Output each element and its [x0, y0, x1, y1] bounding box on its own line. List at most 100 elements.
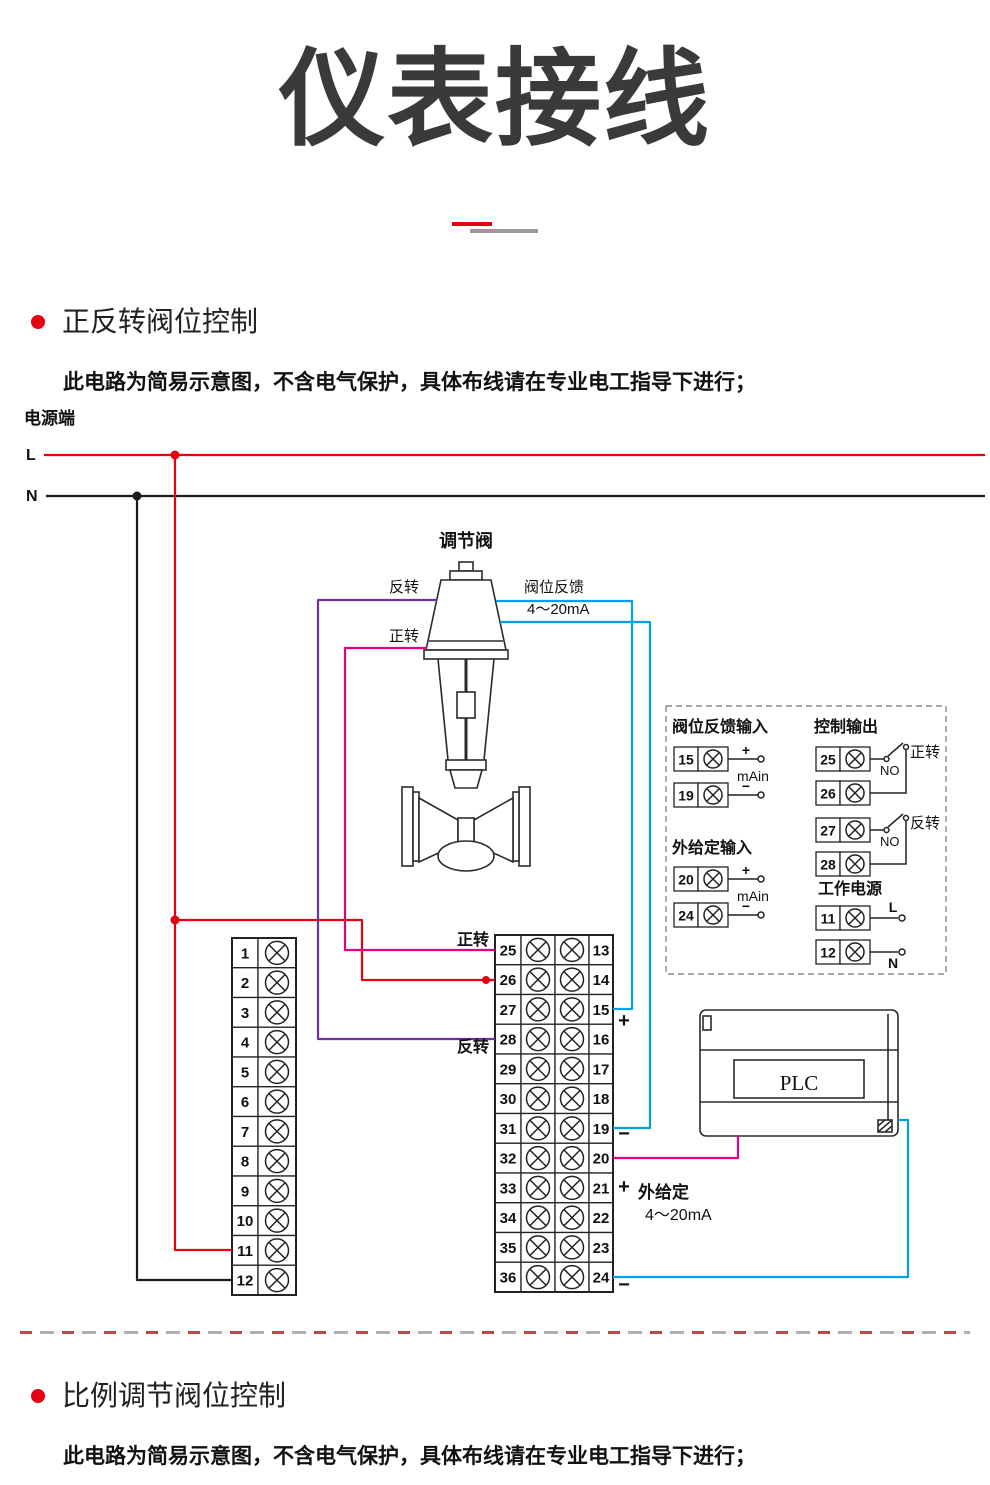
strip-forward-label: 正转	[457, 930, 489, 949]
junction-dot	[170, 450, 180, 460]
valve-body-bottom	[437, 840, 495, 872]
marker-plus: +	[618, 1010, 630, 1032]
terminal-number: 34	[500, 1210, 517, 1227]
screw-terminal-icon	[525, 1026, 551, 1052]
diagram-shapes	[401, 561, 947, 1137]
screw-terminal-icon	[559, 1145, 585, 1171]
terminal-number: 28	[820, 857, 836, 873]
terminal-cell	[494, 934, 522, 966]
terminal-number: 26	[820, 786, 836, 802]
valve-yoke-left	[437, 658, 449, 761]
screw-terminal-icon	[525, 1116, 551, 1141]
terminal-number: 8	[241, 1154, 249, 1171]
screw-terminal-icon	[559, 997, 585, 1022]
wire-forward	[343, 646, 495, 952]
external-label: 外给定	[638, 1182, 689, 1202]
terminal-number: 20	[593, 1151, 610, 1168]
screw-terminal-icon	[525, 1086, 551, 1111]
screw-terminal-icon	[264, 1000, 290, 1025]
terminal-cell	[494, 1231, 522, 1263]
screw-terminal-icon	[525, 1056, 551, 1082]
terminal-cell	[494, 1083, 522, 1115]
terminal-number: 4	[241, 1035, 250, 1052]
terminal-number: 24	[678, 908, 694, 924]
wire-reverse	[316, 598, 495, 1041]
terminal-cell	[815, 905, 841, 931]
terminal-number: 17	[593, 1061, 610, 1078]
section1-note: 此电路为简易示意图，不含电气保护，具体布线请在专业电工指导下进行；	[63, 371, 756, 394]
wire-n-to-terminal12	[135, 496, 232, 1282]
valve-flange-left	[401, 786, 414, 867]
contact-circle	[883, 826, 890, 834]
diagram-labels: 电源端 L N 调节阀 反转 正转 阀位反馈 4～20mA 正转 反转 + − …	[24, 408, 940, 1296]
wire-l-to-terminal11	[173, 455, 232, 1252]
valve-actuator	[425, 579, 507, 651]
info-plus: +	[742, 862, 750, 878]
wire-plc-external-plus	[613, 1136, 740, 1160]
screw-terminal-icon	[845, 942, 865, 962]
screw-terminal-icon	[264, 1059, 290, 1085]
screw-terminal-icon	[845, 908, 865, 928]
screw-terminal-icon	[559, 1175, 585, 1201]
screw-terminal-icon	[525, 1235, 551, 1260]
contact-circle	[757, 875, 765, 883]
terminal-number: 3	[241, 1005, 249, 1022]
wire-feedback-minus	[500, 620, 652, 1130]
page-title: 仪表接线	[279, 41, 711, 159]
screw-terminal-icon	[559, 1116, 585, 1141]
terminal-cell	[673, 782, 699, 808]
valve-flange-right-plate	[512, 791, 520, 862]
valve-actuator-flange	[423, 649, 509, 660]
power-terminal-label: 电源端	[24, 408, 75, 428]
terminal-number: 20	[678, 872, 694, 888]
plc-label-panel	[733, 1059, 865, 1099]
relay-no-line	[870, 750, 907, 794]
valve-bonnet	[445, 759, 487, 771]
section2-note: 此电路为简易示意图，不含电气保护，具体布线请在专业电工指导下进行；	[63, 1445, 756, 1468]
terminal-number: 16	[593, 1032, 610, 1049]
info-l-label: L	[889, 899, 898, 915]
contact-circle	[902, 814, 910, 822]
plc-label: PLC	[780, 1071, 819, 1095]
terminal-number: 33	[500, 1180, 517, 1197]
terminal-cell	[673, 746, 699, 772]
external-range-label: 4～20mA	[645, 1207, 712, 1224]
screw-terminal-icon	[845, 820, 865, 840]
terminal-number: 36	[500, 1270, 517, 1287]
valve-flange-right	[518, 786, 531, 867]
contact-circle	[898, 948, 906, 956]
plc-hatch	[877, 1119, 893, 1133]
relay-blade	[887, 813, 904, 828]
terminal-cell	[815, 939, 841, 965]
info-main-label: mAin	[737, 768, 769, 784]
terminal-cell	[588, 1053, 614, 1085]
info-no-label: NO	[880, 834, 900, 849]
info-symbols	[728, 742, 910, 956]
screw-terminal-icon	[264, 1238, 290, 1263]
info-feedback-title: 阀位反馈输入	[672, 717, 768, 736]
screw-terminal-icon	[264, 1029, 290, 1055]
wire-feedback-plus	[496, 599, 634, 1011]
screw-terminal-icon	[559, 937, 585, 963]
terminal-number: 27	[820, 823, 836, 839]
terminal-number: 30	[500, 1091, 517, 1108]
screw-terminal-icon	[703, 869, 723, 889]
valve-forward-label: 正转	[389, 628, 419, 645]
terminal-number: 7	[241, 1124, 249, 1141]
terminal-number: 5	[241, 1064, 249, 1081]
info-forward-label: 正转	[910, 744, 940, 761]
terminal-number: 15	[678, 752, 694, 768]
terminal-number: 27	[500, 1002, 517, 1019]
left-strip-border	[231, 937, 297, 1296]
screw-terminal-icon	[264, 1089, 290, 1114]
info-plus: +	[742, 742, 750, 758]
screw-terminal-icon	[845, 749, 865, 769]
terminal-number: 22	[593, 1210, 610, 1227]
terminal-number: 25	[820, 752, 836, 768]
terminal-number: 18	[593, 1091, 610, 1108]
screw-terminal-icon	[703, 905, 723, 925]
terminal-number: 15	[593, 1002, 610, 1019]
